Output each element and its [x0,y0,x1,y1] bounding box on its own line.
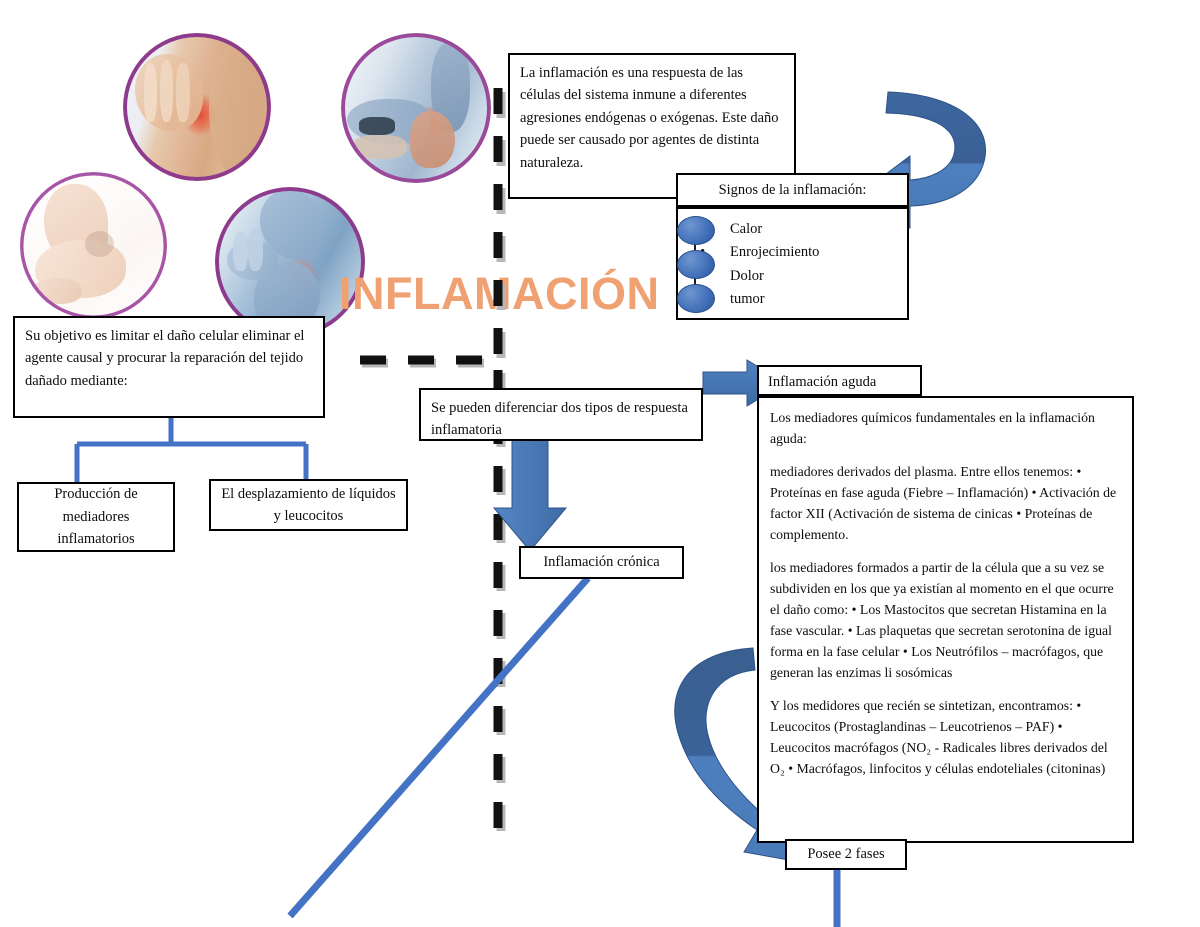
objective-connectors [74,418,309,482]
diagonal-connector-line [287,575,591,919]
signs-header-text: Signos de la inflamación: [718,181,867,198]
signs-header-box: Signos de la inflamación: [676,173,909,207]
types-text: Se pueden diferenciar dos tipos de respu… [431,400,688,439]
intro-text: La inflamación es una respuesta de las c… [520,65,779,171]
acute-paragraph: Los mediadores químicos fundamentales en… [770,410,1095,446]
phases-text: Posee 2 fases [807,846,885,863]
objective-text: Su objetivo es limitar el daño celular e… [25,328,305,389]
types-box: Se pueden diferenciar dos tipos de respu… [419,388,703,441]
bullet-circle [677,250,715,279]
phases-box: Posee 2 fases [785,839,907,870]
ankle-pain-photo [341,33,491,183]
bullet-circle [677,284,715,313]
acute-paragraph: Y los medidores que recién se sintetizan… [770,697,1108,776]
curved-arrow-to-phases [674,647,801,863]
bullet-circle [677,216,715,245]
chronic-box: Inflamación crónica [519,546,684,579]
acute-box: Inflamación aguda [757,365,922,396]
acute-detail-box: Los mediadores químicos fundamentales en… [757,396,1134,843]
objective-child-text: Producción de mediadores inflamatorios [54,486,138,548]
objective-child-text: El desplazamiento de líquidos y leucocit… [221,485,396,524]
objective-box: Su objetivo es limitar el daño celular e… [13,316,325,418]
objective-child-box-1: Producción de mediadores inflamatorios [17,482,175,552]
knee-pain-photo [123,33,271,181]
objective-child-box-2: El desplazamiento de líquidos y leucocit… [209,479,408,531]
acute-paragraph: mediadores derivados del plasma. Entre e… [770,463,1117,542]
knee-xray-photo [215,187,365,337]
chronic-text: Inflamación crónica [543,554,660,571]
acute-text: Inflamación aguda [768,374,877,390]
acute-paragraph: los mediadores formados a partir de la c… [770,559,1114,680]
foot-swelling-photo [20,172,167,319]
